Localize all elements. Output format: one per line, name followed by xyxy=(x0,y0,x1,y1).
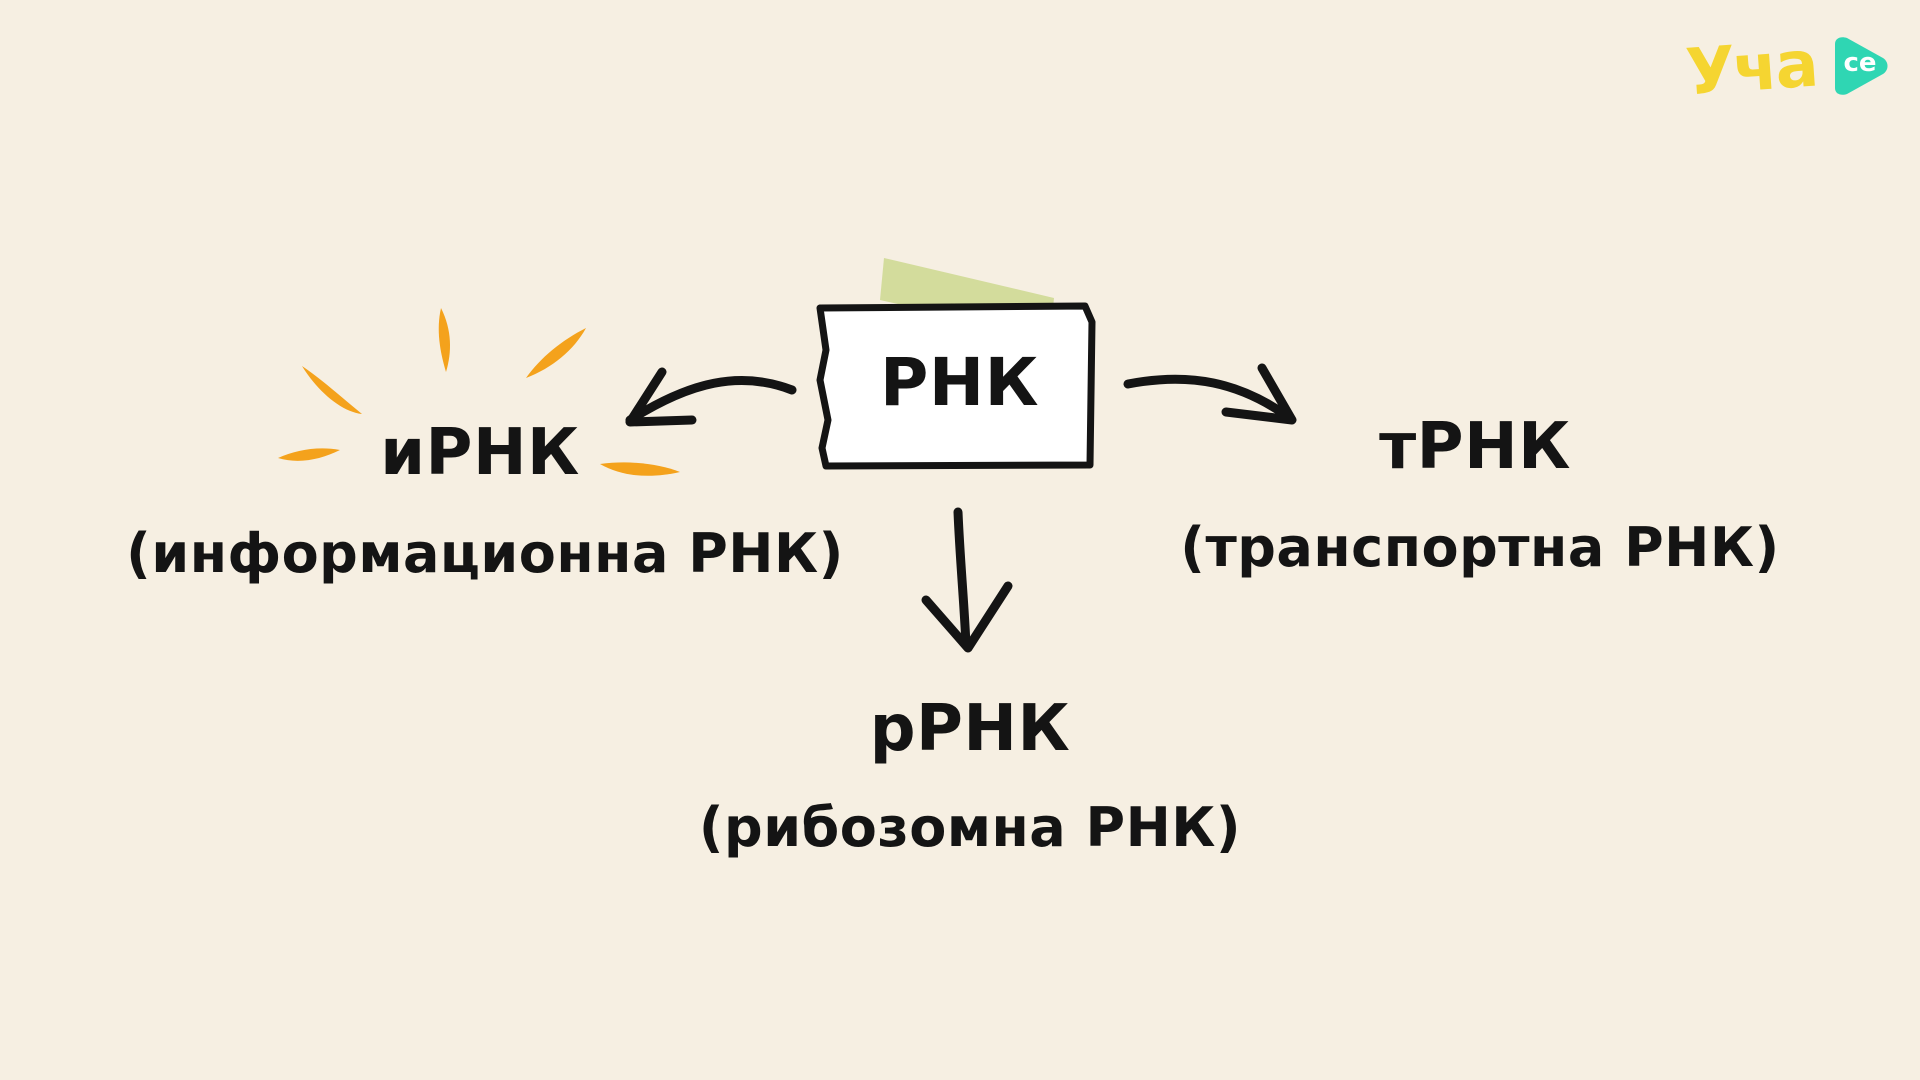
highlight-burst-icon xyxy=(278,308,680,476)
logo-badge-text: се xyxy=(1843,48,1877,78)
left-abbr: иРНК xyxy=(380,416,580,490)
logo-main-text: Уча xyxy=(1683,27,1819,111)
right-abbr: тРНК xyxy=(1379,410,1571,484)
arrow-down-icon xyxy=(921,507,1013,653)
logo-badge-icon xyxy=(1835,37,1888,95)
center-label: РНК xyxy=(880,344,1040,421)
bottom-abbr: рРНК xyxy=(869,692,1071,766)
arrow-right-icon xyxy=(1123,363,1297,425)
right-full: (транспортна РНК) xyxy=(1180,516,1780,579)
bottom-full: (рибозомна РНК) xyxy=(698,796,1242,859)
ucha-se-logo: Уча се xyxy=(1684,28,1896,110)
arrow-left-icon xyxy=(625,367,797,427)
center-box xyxy=(816,302,1096,470)
left-full: (информационна РНК) xyxy=(126,522,844,585)
